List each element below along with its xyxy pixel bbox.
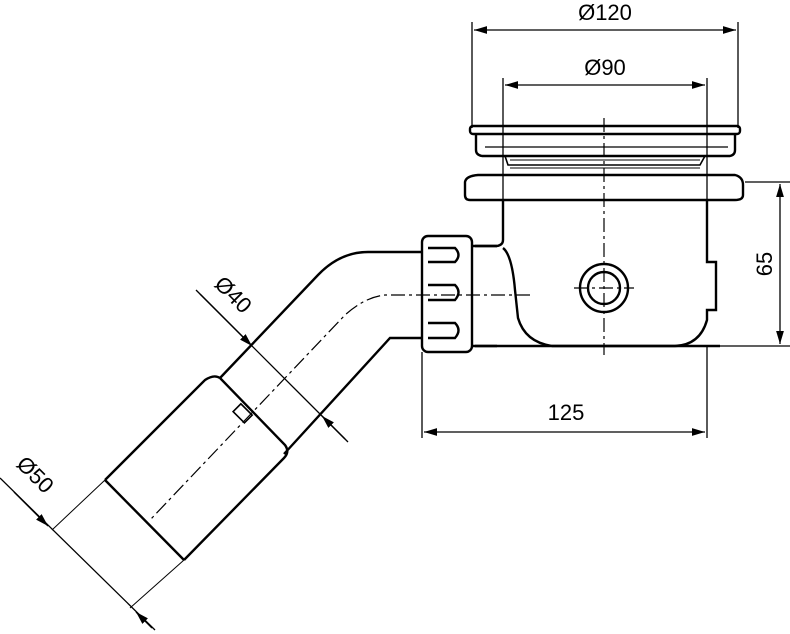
trap-body	[475, 200, 720, 348]
body-flange	[463, 173, 745, 202]
outer-diameter-label: Ø120	[578, 0, 632, 25]
outlet-diameter-label: Ø50	[12, 451, 59, 498]
dimension-outer-diameter: Ø120	[471, 0, 739, 128]
dimension-length: 125	[421, 346, 708, 438]
dimension-pipe-diameter: Ø40	[195, 271, 349, 443]
length-label: 125	[548, 400, 585, 425]
center-lines	[149, 118, 634, 521]
height-label: 65	[752, 252, 777, 276]
drain-grate	[468, 124, 742, 169]
dimension-inner-diameter: Ø90	[502, 55, 708, 200]
dimension-outlet-diameter: Ø50	[0, 451, 185, 631]
coupling-nut	[420, 234, 497, 354]
elbow-pipe	[219, 250, 422, 455]
dimension-height: 65	[720, 181, 790, 347]
outlet-pipe	[104, 375, 289, 561]
inner-diameter-label: Ø90	[584, 55, 626, 80]
